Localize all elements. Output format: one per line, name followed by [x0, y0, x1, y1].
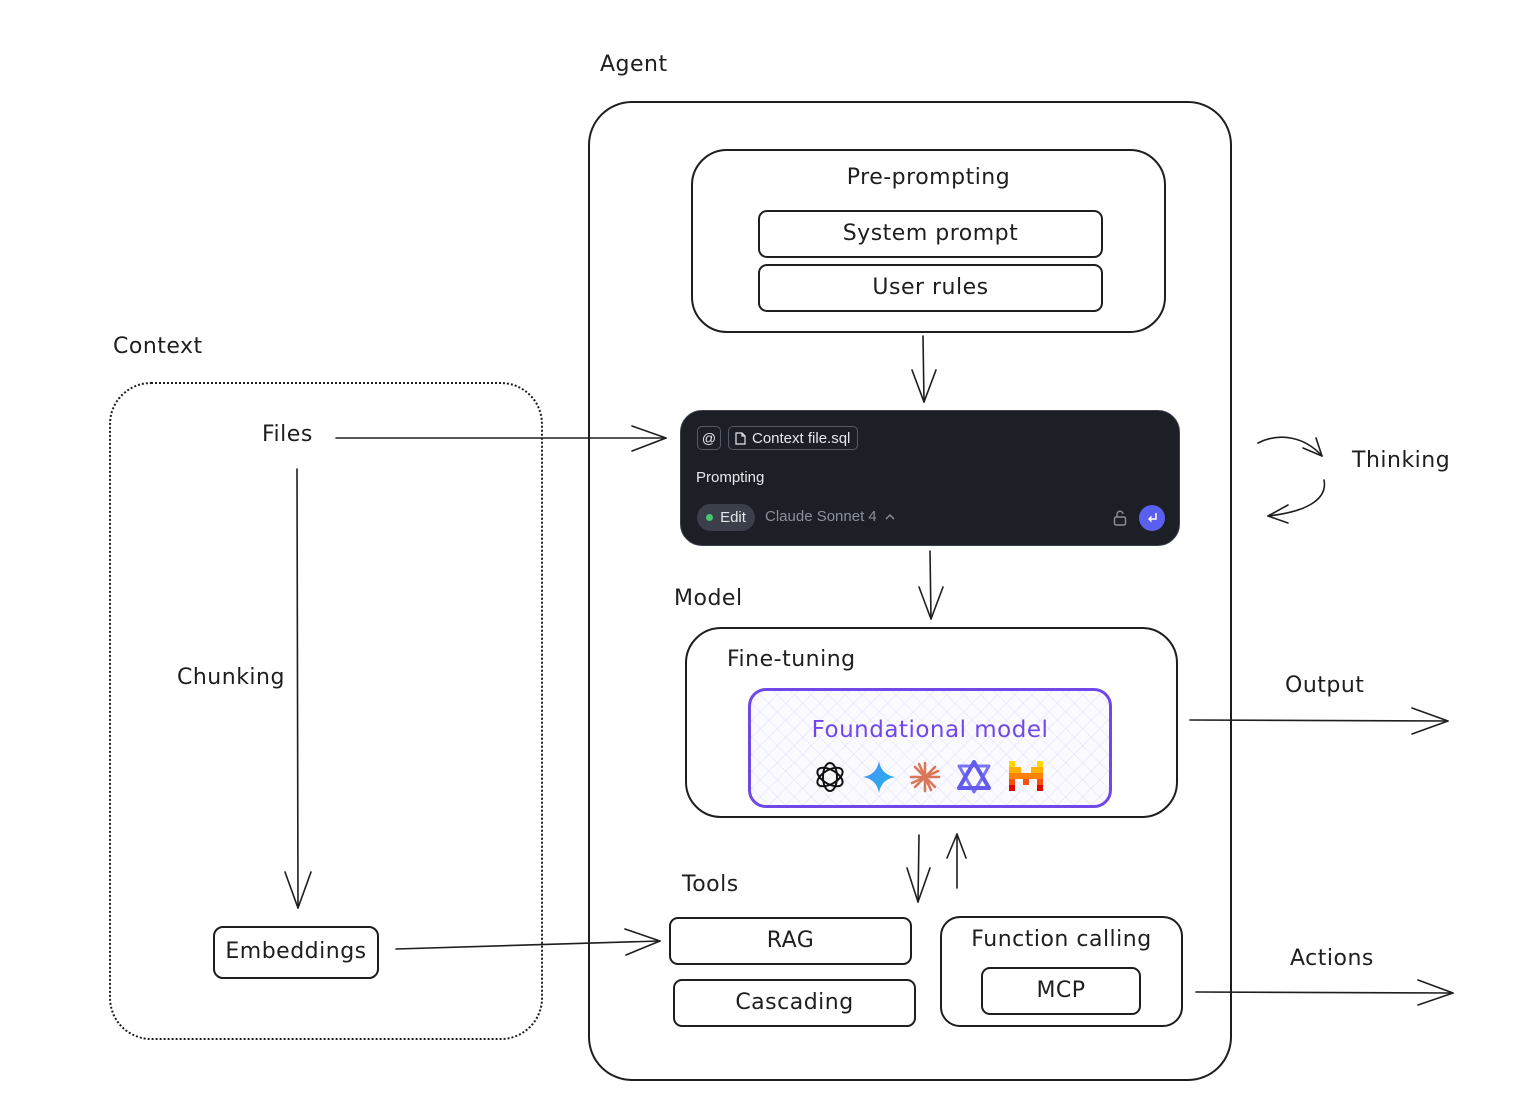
user-rules-text: User rules [872, 275, 989, 300]
arrow-preprompt-to-prompt [922, 335, 925, 403]
mcp-box: MCP [981, 967, 1141, 1015]
file-icon [735, 431, 746, 445]
foundational-model-box: Foundational model [748, 688, 1112, 808]
files-label: Files [262, 422, 313, 447]
embeddings-text: Embeddings [225, 939, 367, 964]
thinking-label: Thinking [1352, 448, 1451, 473]
context-label: Context [113, 334, 203, 359]
claude-logo [909, 761, 941, 793]
system-prompt-text: System prompt [842, 221, 1019, 246]
output-label: Output [1285, 673, 1365, 698]
function-calling-text: Function calling [971, 927, 1152, 952]
prompt-card: @ Context file.sql Prompting Edit Claude… [680, 410, 1180, 546]
chevron-up-icon [885, 514, 895, 520]
mode-selector[interactable]: Edit [697, 504, 755, 531]
unlock-icon[interactable] [1113, 510, 1127, 526]
prompt-input[interactable]: Prompting [696, 469, 765, 486]
arrow-embeddings-to-rag [395, 940, 661, 950]
user-rules-box: User rules [758, 264, 1103, 312]
arrow-actions [1195, 991, 1454, 994]
chunking-label: Chunking [177, 665, 285, 690]
at-symbol: @ [701, 430, 717, 446]
model-name: Claude Sonnet 4 [765, 508, 877, 525]
agent-label: Agent [600, 52, 668, 77]
status-dot [706, 514, 714, 521]
mention-button[interactable]: @ [697, 426, 721, 450]
arrow-output [1189, 719, 1449, 722]
rag-box: RAG [669, 917, 912, 965]
arrow-files-to-embeddings [296, 468, 299, 909]
preprompting-title: Pre-prompting [846, 165, 1011, 190]
arrow-thinking-top [1257, 436, 1323, 457]
fine-tuning-title: Fine-tuning [727, 647, 856, 672]
mistral-logo [1009, 761, 1043, 791]
model-label: Model [674, 586, 743, 611]
arrow-thinking-bottom [1267, 479, 1326, 517]
mcp-text: MCP [1036, 978, 1086, 1003]
qwen-logo [957, 760, 991, 794]
arrow-model-to-tools [917, 834, 920, 903]
arrow-prompt-to-model [929, 550, 932, 620]
foundational-model-title: Foundational model [811, 717, 1049, 743]
send-button[interactable] [1139, 505, 1165, 531]
model-selector[interactable]: Claude Sonnet 4 [765, 508, 895, 525]
gemini-logo [863, 761, 895, 793]
enter-icon [1147, 513, 1157, 523]
actions-label: Actions [1290, 946, 1374, 971]
cascading-text: Cascading [735, 990, 854, 1015]
context-container [109, 382, 543, 1040]
context-file-name: Context file.sql [752, 429, 851, 447]
openai-logo [816, 762, 844, 792]
system-prompt-box: System prompt [758, 210, 1103, 258]
cascading-box: Cascading [673, 979, 916, 1027]
context-file-chip[interactable]: Context file.sql [728, 426, 859, 450]
rag-text: RAG [766, 928, 815, 953]
mode-label: Edit [720, 509, 746, 526]
embeddings-box: Embeddings [213, 926, 379, 979]
tools-label: Tools [682, 872, 739, 897]
